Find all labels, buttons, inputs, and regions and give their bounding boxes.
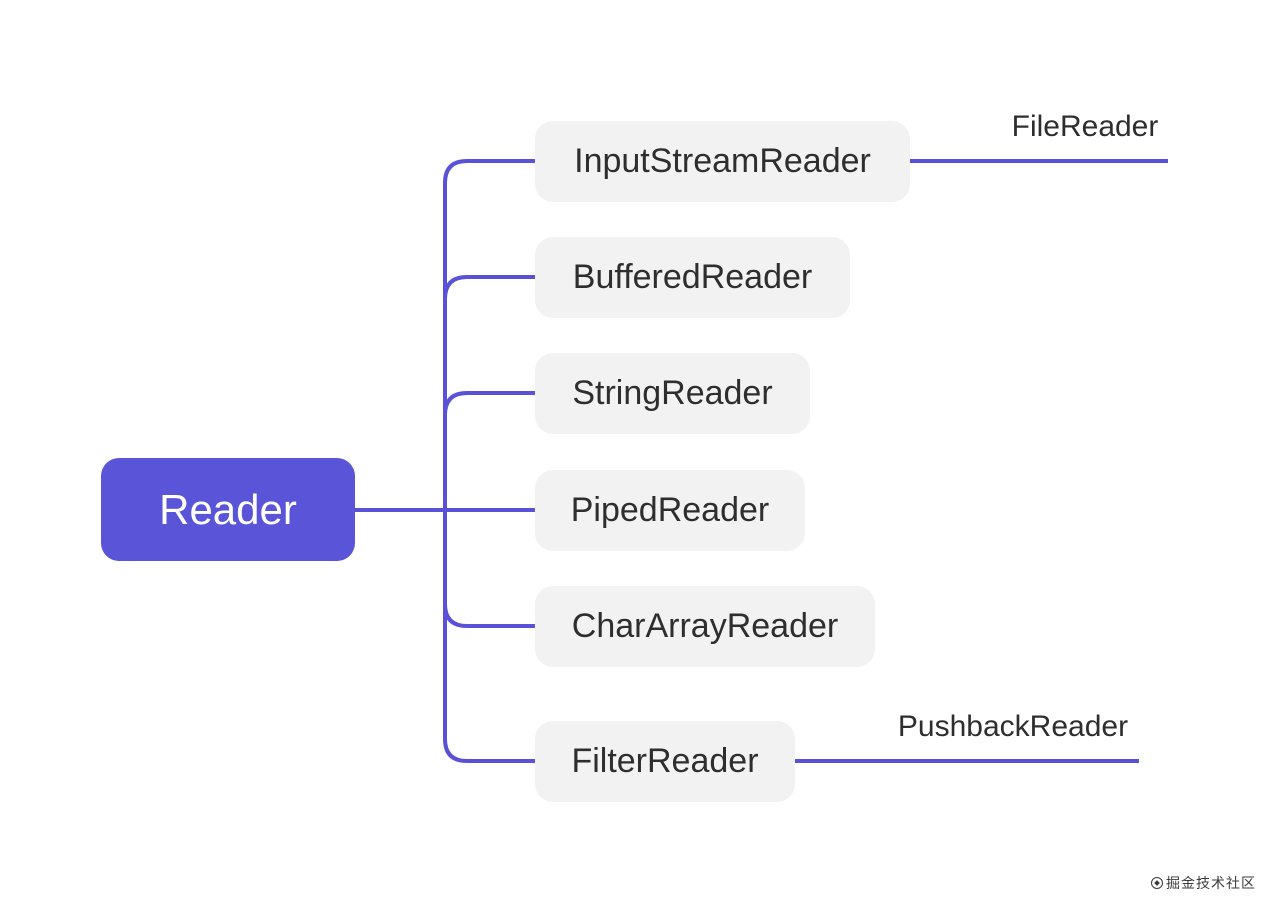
node-pushbackreader-label: PushbackReader [897,710,1129,743]
node-stringreader-label: StringReader [572,374,773,412]
juejin-logo-icon [1151,877,1163,889]
connector-chararrayreader [443,603,535,628]
watermark: 掘金技术社区 [1151,873,1256,893]
node-pushbackreader[interactable]: PushbackReader [897,706,1129,748]
node-filereader[interactable]: FileReader [1003,106,1167,148]
watermark-text: 掘金技术社区 [1166,875,1256,891]
connector-bufferedreader [443,275,535,300]
node-pipedreader[interactable]: PipedReader [535,470,805,551]
node-inputstreamreader[interactable]: InputStreamReader [535,121,910,202]
node-pipedreader-label: PipedReader [570,491,770,529]
connector-stringreader [443,391,535,416]
node-reader-label: Reader [159,485,297,533]
node-chararrayreader-label: CharArrayReader [571,607,839,645]
node-filterreader-label: FilterReader [571,742,759,780]
node-filterreader[interactable]: FilterReader [535,721,795,802]
node-stringreader[interactable]: StringReader [535,353,810,434]
node-chararrayreader[interactable]: CharArrayReader [535,586,875,667]
node-reader[interactable]: Reader [101,458,355,561]
node-bufferedreader-label: BufferedReader [572,258,813,296]
node-inputstreamreader-label: InputStreamReader [574,142,871,180]
node-bufferedreader[interactable]: BufferedReader [535,237,850,318]
connector-trunk [443,159,535,763]
node-filereader-label: FileReader [1011,110,1159,143]
